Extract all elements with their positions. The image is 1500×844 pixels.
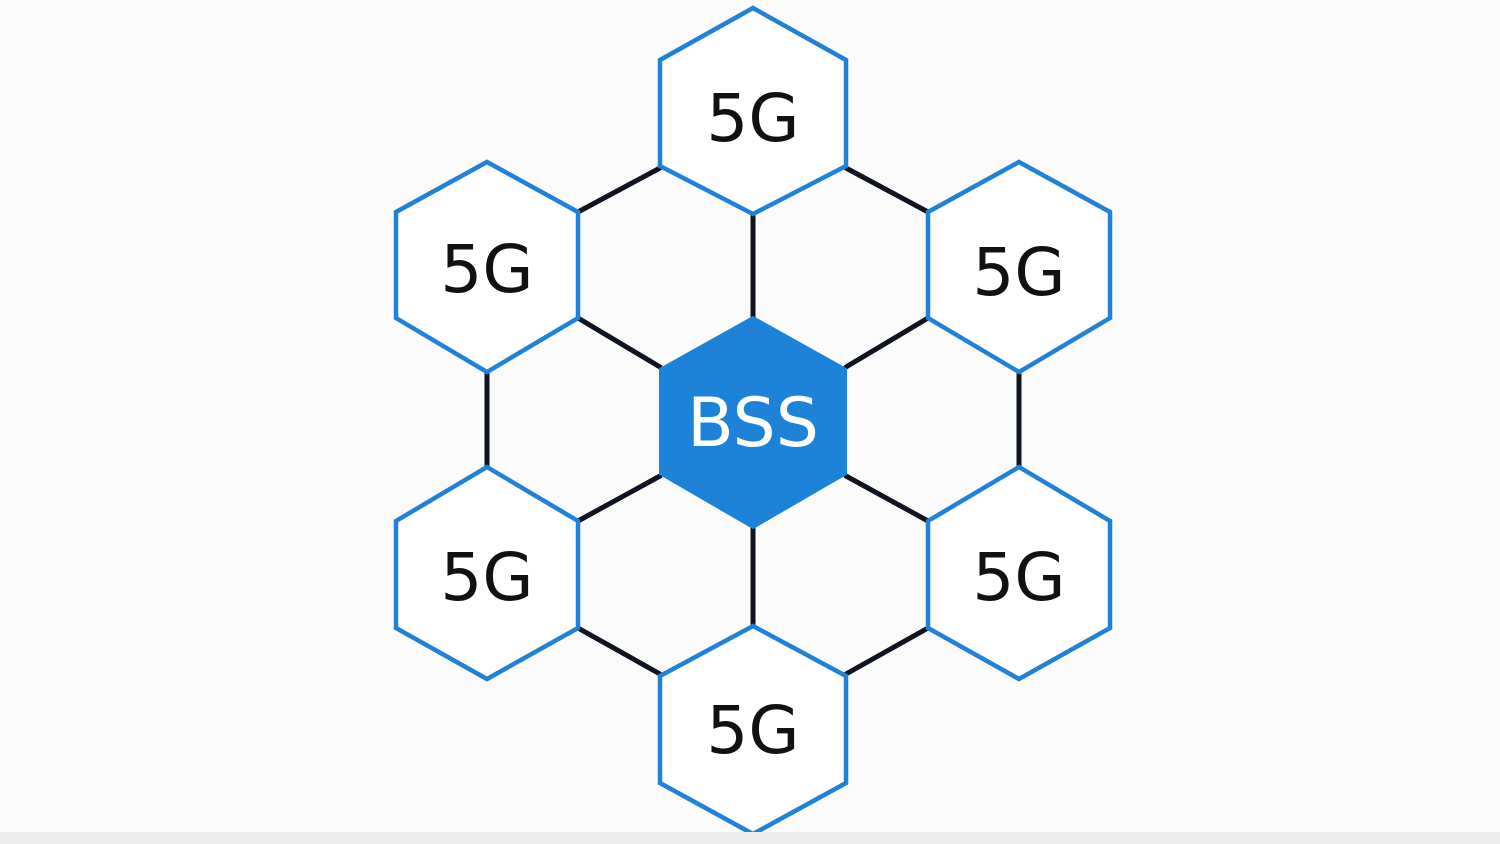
node-label: 5G (706, 80, 799, 157)
hexagon-shape (657, 5, 849, 217)
hexagon-node-bottom: 5G (657, 623, 849, 837)
node-label: 5G (440, 539, 533, 616)
hexagon-node-top: 5G (657, 5, 849, 217)
node-label: 5G (706, 692, 799, 769)
hexagon-shape (925, 464, 1113, 682)
center-hexagon-node: BSS (659, 315, 847, 530)
bottom-strip (0, 832, 1500, 844)
hexagon-node-bottom-left: 5G (393, 464, 581, 682)
node-label: 5G (440, 231, 533, 308)
connector-top-to-top-right (843, 165, 931, 215)
connectors (484, 165, 1022, 677)
connector-bottom-right-to-bottom (843, 625, 931, 677)
connector-top-right-to-center (843, 315, 931, 370)
hexagon-shape (393, 464, 581, 682)
hexagon-shape (925, 159, 1113, 375)
hexagon-node-top-left: 5G (393, 159, 581, 375)
hexagon-node-bottom-right: 5G (925, 464, 1113, 682)
connector-top-left-to-top (575, 165, 663, 215)
connector-bottom-right-to-center (843, 473, 931, 524)
hexagon-shape (393, 159, 581, 375)
connector-bottom-left-to-bottom (575, 625, 663, 677)
node-label: 5G (972, 539, 1065, 616)
hexagon-node-top-right: 5G (925, 159, 1113, 375)
center-hexagon-shape (659, 315, 847, 530)
connector-bottom-left-to-center (575, 473, 663, 524)
node-label: 5G (972, 234, 1065, 311)
connector-top-left-to-center (575, 315, 663, 370)
center-label: BSS (687, 384, 819, 463)
